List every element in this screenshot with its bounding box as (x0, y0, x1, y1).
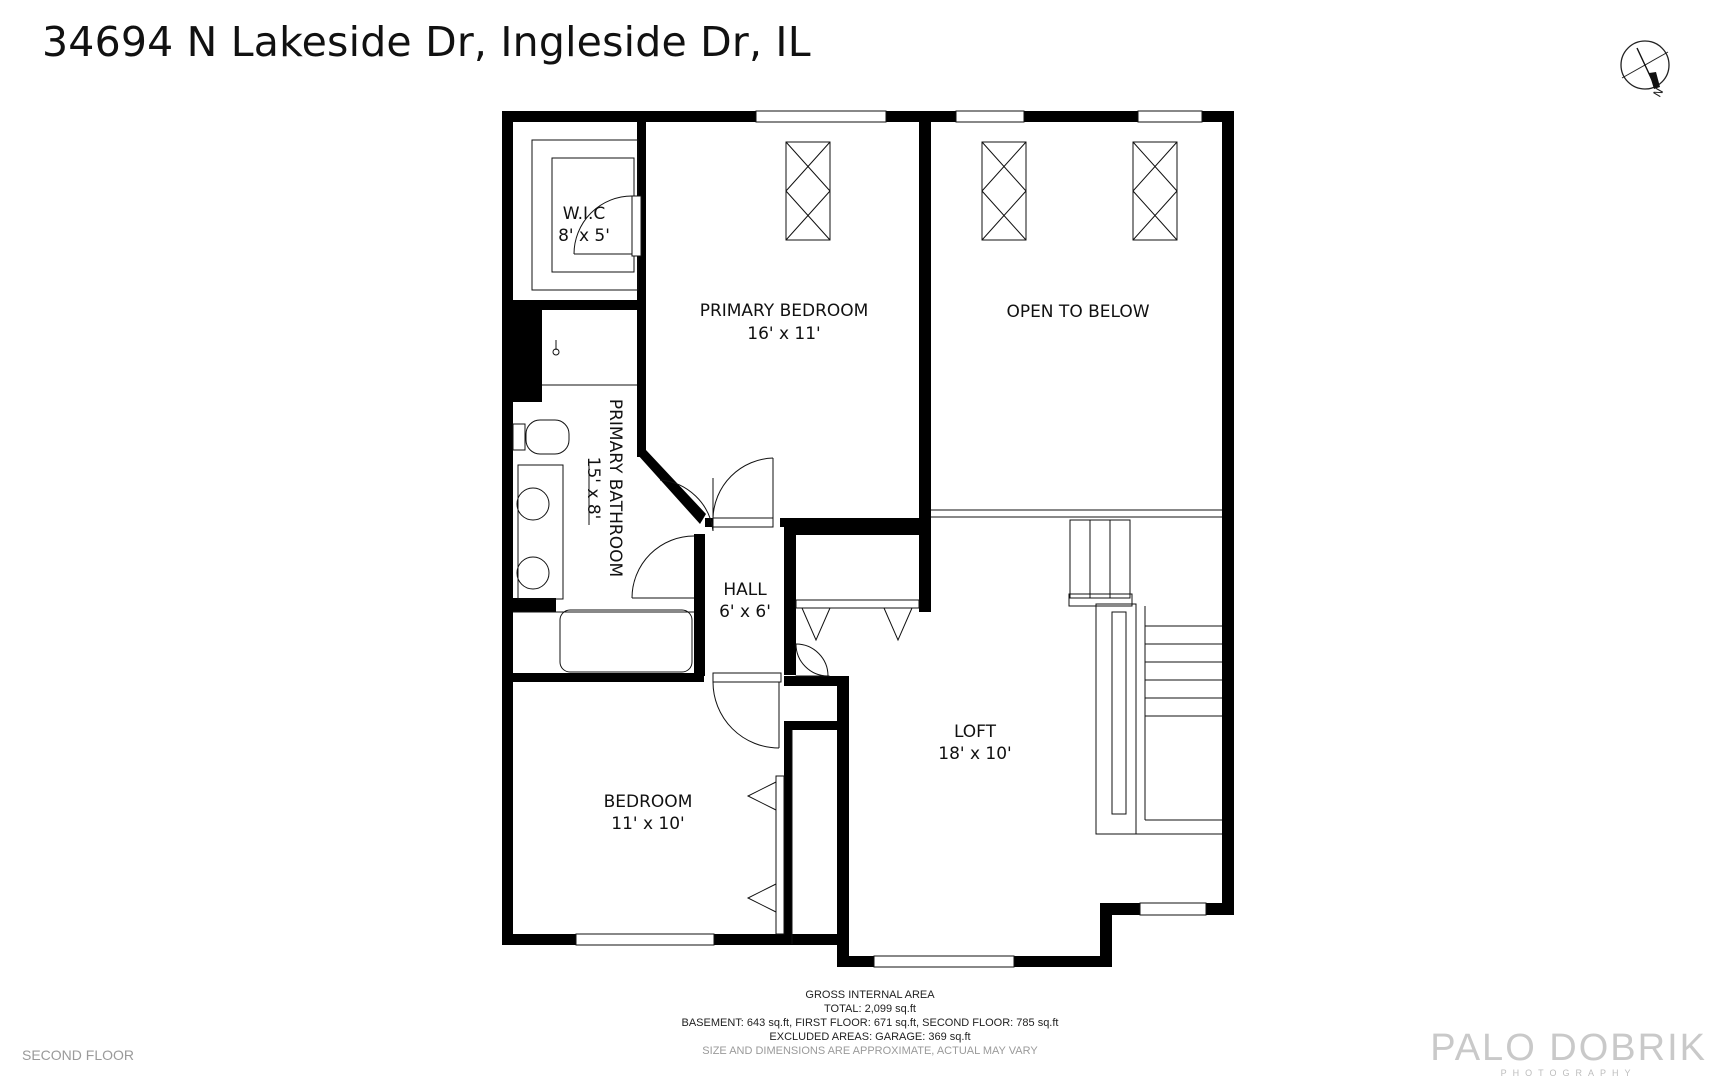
interior-walls (502, 122, 931, 944)
brand-name: PALO DOBRIK (1430, 1027, 1707, 1069)
brand-tagline: PHOTOGRAPHY (1500, 1068, 1637, 1078)
room-size-hall: 6' x 6' (719, 602, 771, 622)
room-size-loft: 18' x 10' (938, 744, 1011, 764)
room-size-bedroom: 11' x 10' (611, 814, 684, 834)
room-name-primary-bedroom: PRIMARY BEDROOM (700, 301, 869, 321)
room-size-primary-bathroom: 15' x 8' (583, 457, 603, 520)
room-name-open-to-below: OPEN TO BELOW (1006, 302, 1149, 322)
room-size-primary-bedroom: 16' x 11' (747, 324, 820, 344)
floor-label: SECOND FLOOR (22, 1047, 135, 1063)
room-name-wic: W.I.C (563, 204, 606, 224)
area-heading: GROSS INTERNAL AREA (805, 989, 935, 1001)
compass-letter: N (1651, 86, 1666, 100)
area-summary: GROSS INTERNAL AREA TOTAL: 2,099 sq.ft B… (600, 988, 1140, 1058)
windows (575, 110, 1207, 968)
room-name-primary-bathroom: PRIMARY BATHROOM (605, 399, 625, 577)
compass-icon: N (1620, 40, 1670, 100)
area-note: SIZE AND DIMENSIONS ARE APPROXIMATE, ACT… (702, 1045, 1038, 1057)
brand-logo: PALO DOBRIK PHOTOGRAPHY (1430, 1028, 1707, 1078)
room-name-loft: LOFT (954, 722, 997, 742)
room-labels: W.I.C 8' x 5' PRIMARY BEDROOM 16' x 11' … (558, 204, 1150, 834)
page-title: 34694 N Lakeside Dr, Ingleside Dr, IL (42, 18, 811, 66)
area-breakdown: BASEMENT: 643 sq.ft, FIRST FLOOR: 671 sq… (681, 1017, 1059, 1029)
room-name-bedroom: BEDROOM (604, 792, 693, 812)
area-total: TOTAL: 2,099 sq.ft (824, 1003, 916, 1015)
room-name-hall: HALL (723, 580, 767, 600)
area-excluded: EXCLUDED AREAS: GARAGE: 369 sq.ft (769, 1031, 971, 1043)
room-size-wic: 8' x 5' (558, 226, 610, 246)
